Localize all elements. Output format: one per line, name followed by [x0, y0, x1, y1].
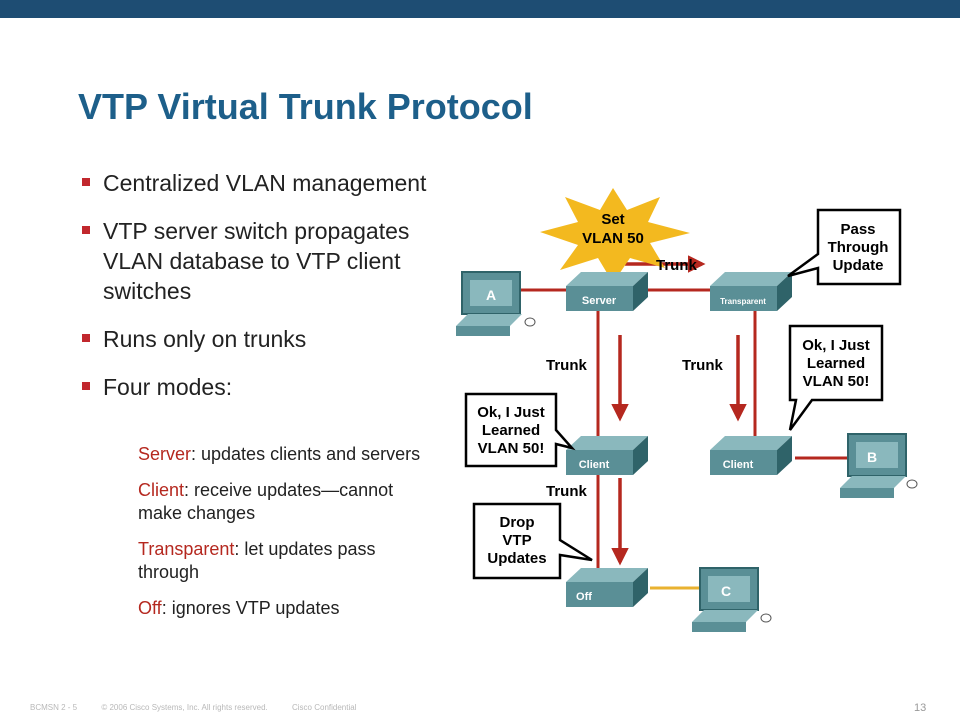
host-label: B	[867, 449, 877, 465]
callout-drop: Drop VTP Updates	[472, 502, 593, 580]
host-c: C	[692, 567, 772, 632]
callout-learned-right: Ok, I Just Learned VLAN 50!	[788, 324, 884, 431]
callout-line: Learned	[807, 355, 865, 372]
mode-description: : ignores VTP updates	[161, 598, 340, 618]
callout-line: Through	[828, 239, 889, 256]
mode-item: Client: receive updates—cannot make chan…	[138, 479, 438, 525]
mode-item: Transparent: let updates pass through	[138, 538, 438, 584]
callout-line: VLAN 50!	[803, 373, 870, 390]
callout-line: Update	[833, 257, 884, 274]
starburst-line2: VLAN 50	[582, 230, 644, 247]
bullet-item: Runs only on trunks	[80, 324, 440, 354]
vtp-network-diagram: Set VLAN 50 Trunk Trunk Trunk Trunk Serv…	[456, 188, 918, 632]
mode-name: Server	[138, 444, 192, 464]
callout-line: Pass	[840, 221, 875, 238]
footer-confidential: Cisco Confidential	[292, 703, 357, 712]
bullet-item: Four modes:	[80, 372, 440, 402]
callout-line: Drop	[500, 514, 535, 531]
bullet-item: VTP server switch propagates VLAN databa…	[80, 216, 440, 306]
footer-course: BCMSN 2 - 5	[30, 703, 78, 712]
trunk-label: Trunk	[656, 257, 697, 274]
callout-line: Updates	[487, 550, 546, 567]
mode-list: Server: updates clients and servers Clie…	[138, 443, 438, 633]
page-number: 13	[914, 702, 927, 714]
set-vlan-starburst: Set VLAN 50	[540, 188, 690, 283]
trunk-label: Trunk	[682, 357, 723, 374]
switch-label: Transparent	[720, 297, 766, 306]
host-a: A	[456, 271, 536, 336]
footer: BCMSN 2 - 5 © 2006 Cisco Systems, Inc. A…	[30, 703, 378, 712]
client-switch-right: Client	[710, 436, 792, 475]
switch-label: Off	[576, 591, 592, 603]
transparent-switch: Transparent	[710, 272, 792, 311]
callout-line: VTP	[502, 532, 531, 549]
callout-pass-through: Pass Through Update	[787, 208, 902, 286]
host-label: A	[486, 287, 496, 303]
starburst-line1: Set	[601, 211, 624, 228]
mode-description: : updates clients and servers	[191, 444, 421, 464]
switch-label: Client	[723, 459, 754, 471]
switch-label: Server	[582, 295, 617, 307]
trunk-label: Trunk	[546, 483, 587, 500]
propagation-arrows	[611, 255, 747, 566]
footer-copyright: © 2006 Cisco Systems, Inc. All rights re…	[101, 703, 268, 712]
slide-title: VTP Virtual Trunk Protocol	[78, 86, 533, 127]
host-label: C	[721, 583, 731, 599]
server-switch: Server	[566, 272, 648, 311]
mode-description: : receive updates—cannot make changes	[138, 480, 394, 523]
callout-line: Ok, I Just	[802, 337, 870, 354]
callout-learned-left: Ok, I Just Learned VLAN 50!	[464, 392, 576, 468]
bullet-item: Centralized VLAN management	[80, 168, 440, 198]
callout-line: Learned	[482, 422, 540, 439]
top-banner	[0, 0, 960, 18]
callout-line: Ok, I Just	[477, 404, 545, 421]
trunk-label: Trunk	[546, 357, 587, 374]
client-switch-left: Client	[566, 436, 648, 475]
mode-name: Off	[138, 598, 162, 618]
mode-item: Server: updates clients and servers	[138, 443, 438, 466]
switch-label: Client	[579, 459, 610, 471]
callout-line: VLAN 50!	[478, 440, 545, 457]
mode-name: Transparent	[138, 539, 235, 559]
mode-name: Client	[138, 480, 185, 500]
host-b: B	[840, 433, 918, 498]
off-switch: Off	[566, 568, 648, 607]
bullet-list: Centralized VLAN management VTP server s…	[80, 168, 440, 420]
mode-description: : let updates pass through	[138, 539, 376, 582]
mode-item: Off: ignores VTP updates	[138, 597, 438, 620]
